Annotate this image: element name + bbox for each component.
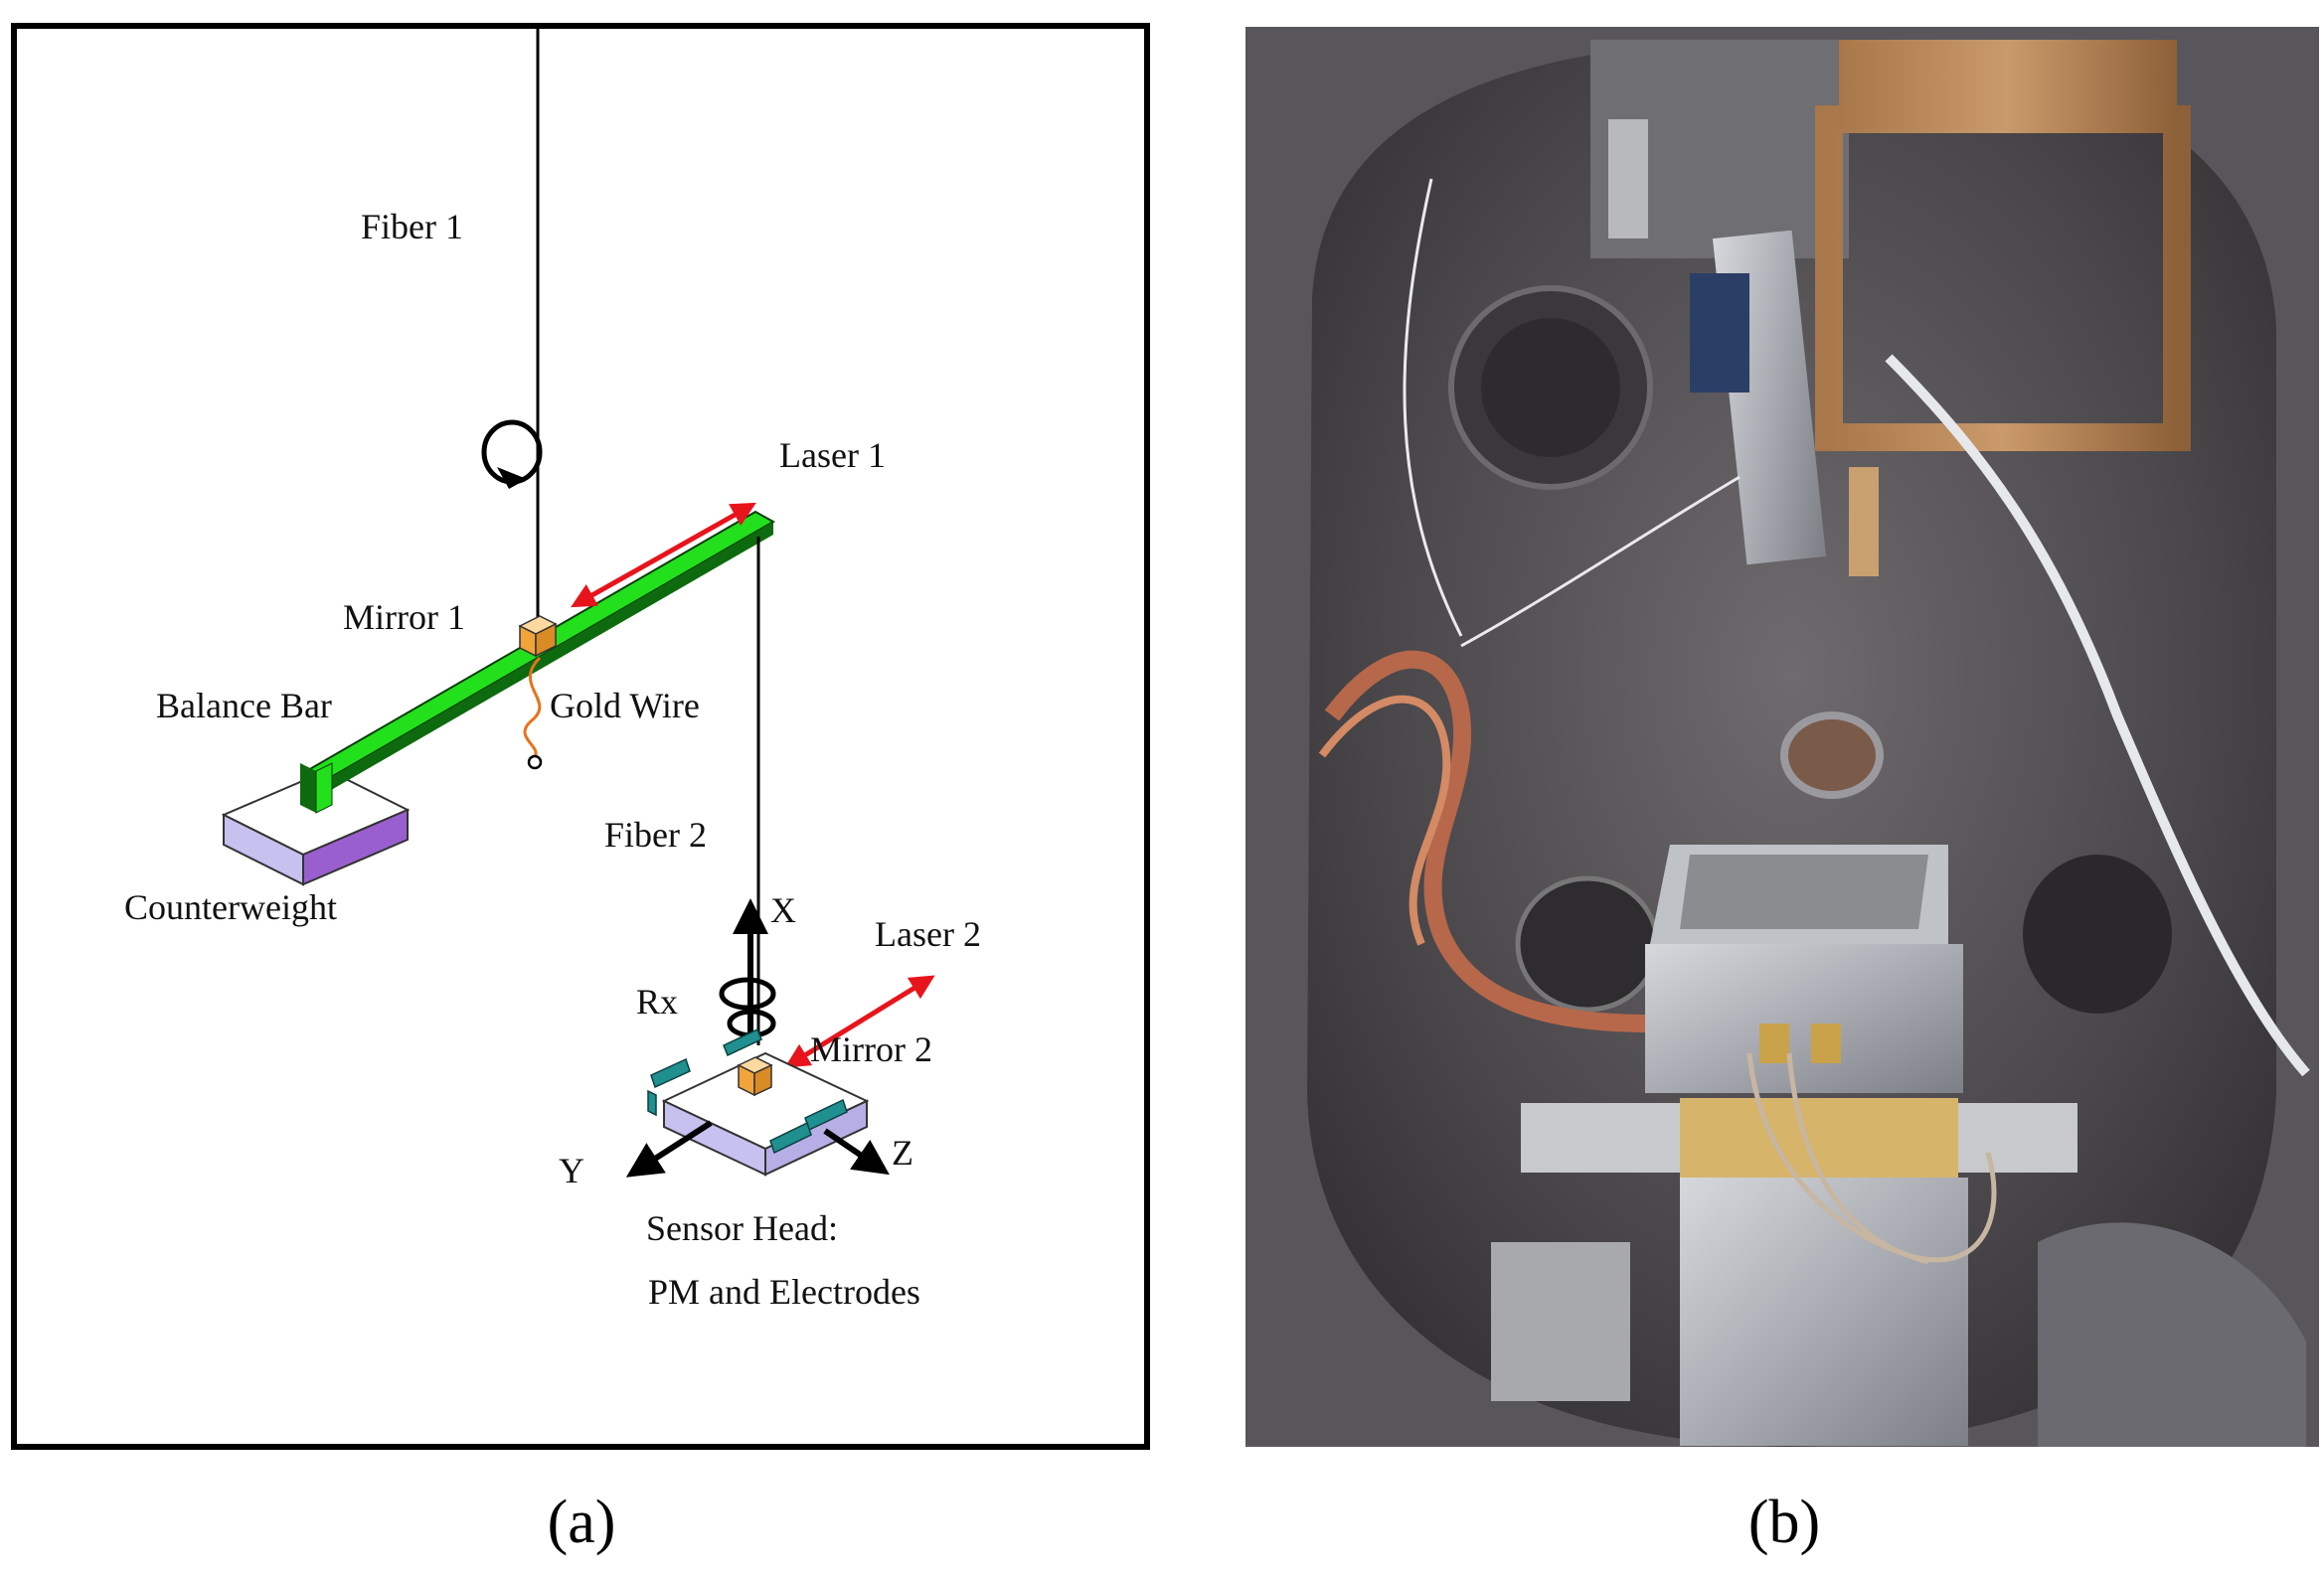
panel-a: Fiber 1 Laser 1 Mirror 1 — [11, 23, 1150, 1450]
rx-label: Rx — [636, 982, 678, 1022]
pm-electrodes-label: PM and Electrodes — [648, 1272, 920, 1312]
center-port — [1780, 711, 1884, 799]
copper-frame — [1815, 40, 2191, 451]
fiber-1-label: Fiber 1 — [361, 207, 463, 246]
mirror-2-cube — [737, 1056, 773, 1097]
gold-wire-end — [527, 754, 543, 770]
balance-bar-label: Balance Bar — [156, 686, 332, 725]
sensor-box — [1645, 845, 1963, 1093]
gold-wire-label: Gold Wire — [550, 686, 700, 725]
electrodes — [647, 1027, 848, 1155]
y-axis-label: Y — [559, 1151, 584, 1190]
mirror-1-label: Mirror 1 — [343, 597, 465, 637]
laser-2-label: Laser 2 — [875, 914, 981, 954]
stage — [1680, 1178, 1968, 1446]
mirror-1-cube — [518, 615, 558, 658]
fiber-2-label: Fiber 2 — [604, 815, 707, 855]
rotation-arrow-icon — [481, 419, 543, 489]
lower-left-port — [1515, 875, 1660, 1013]
laser-1-arrow — [571, 502, 756, 608]
z-axis-arrow — [823, 1128, 890, 1176]
panel-b-photo — [1245, 27, 2319, 1447]
sensor-head-label: Sensor Head: — [646, 1208, 838, 1248]
laser-2-arrow — [784, 975, 935, 1068]
x-axis-label: X — [770, 890, 796, 930]
white-cable — [1885, 354, 2310, 1077]
caption-a: (a) — [548, 1489, 616, 1556]
right-port — [2023, 855, 2172, 1014]
y-axis-arrow — [625, 1120, 713, 1178]
braided-cable — [1324, 650, 1651, 1032]
mirror-2-label: Mirror 2 — [810, 1029, 932, 1069]
z-axis-label: Z — [892, 1133, 913, 1173]
panel-a-frame — [11, 23, 1150, 1450]
gold-wire — [523, 656, 542, 758]
laser-1-label: Laser 1 — [779, 435, 886, 475]
caption-b: (b) — [1748, 1489, 1820, 1556]
counterweight-label: Counterweight — [124, 887, 337, 927]
